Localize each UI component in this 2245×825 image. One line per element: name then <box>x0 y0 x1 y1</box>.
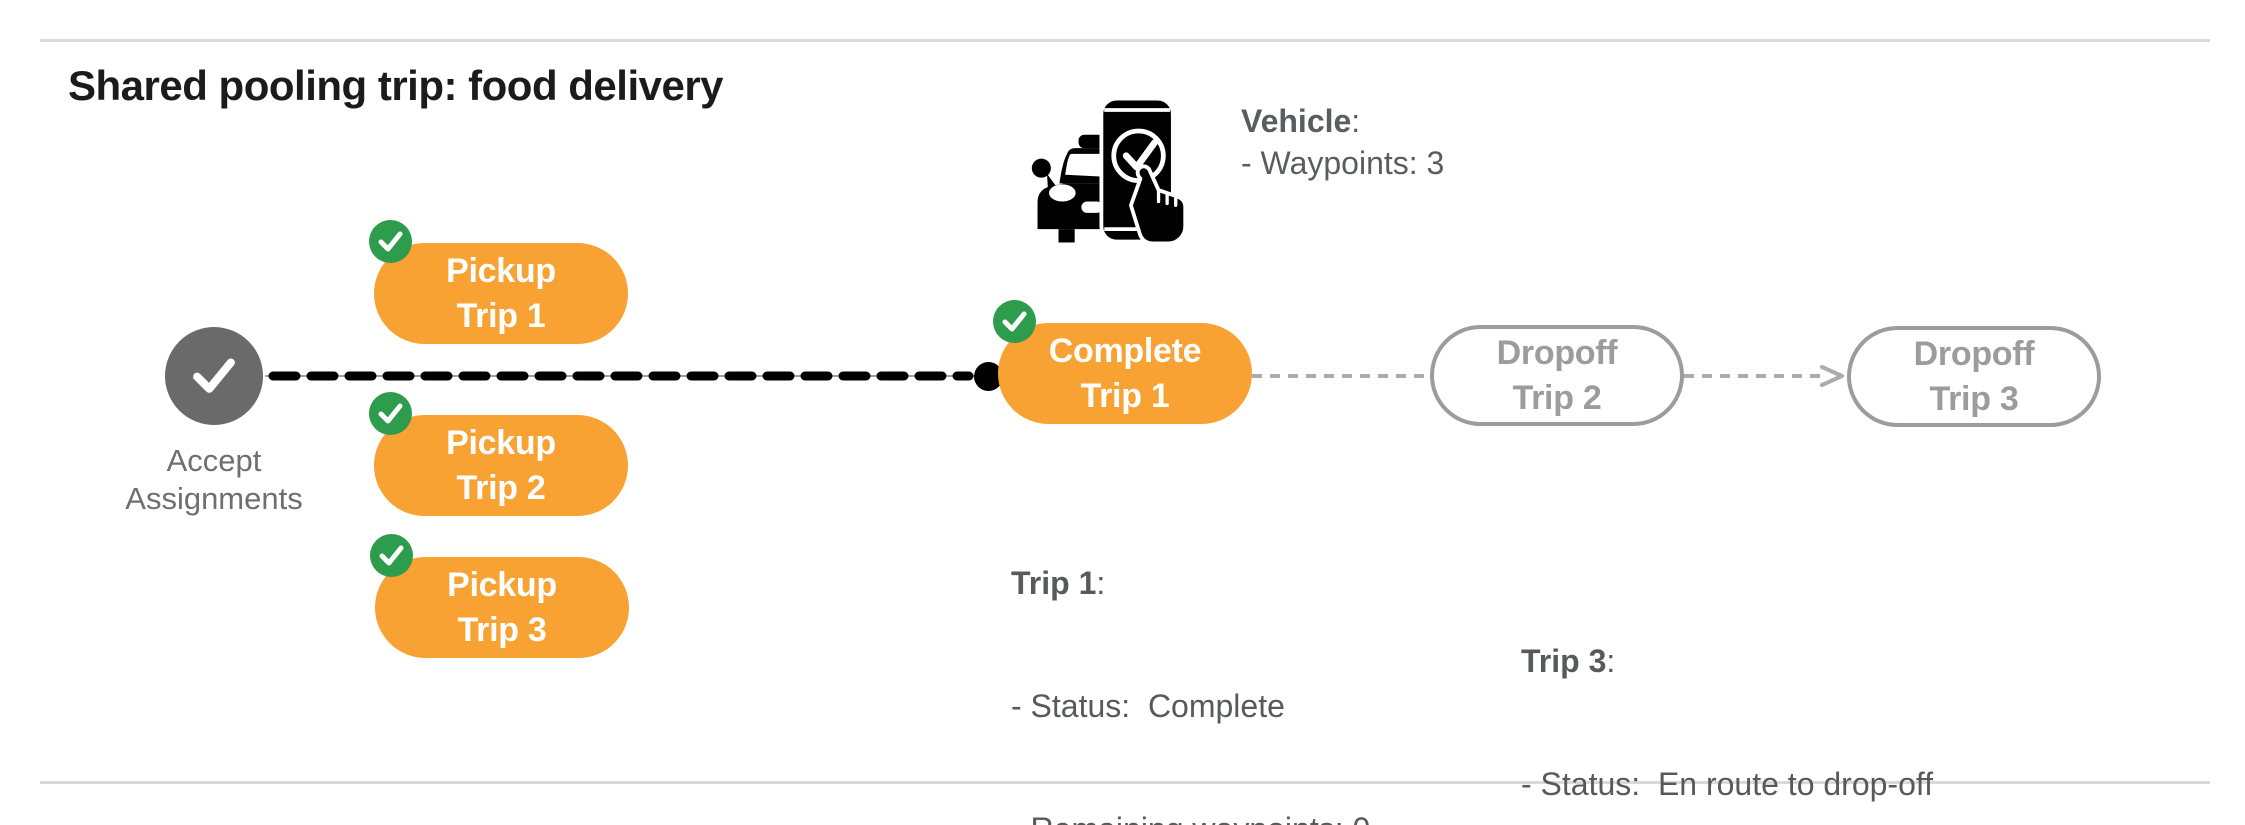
route-dashed-line <box>265 371 975 381</box>
node-label-line2: Trip 1 <box>1080 376 1170 415</box>
trip-3-heading: Trip 3: <box>1521 641 1933 682</box>
check-badge-icon <box>369 392 412 435</box>
page-title: Shared pooling trip: food delivery <box>68 62 724 109</box>
vehicle-waypoints: - Waypoints: 3 <box>1241 145 1445 181</box>
node-label-line1: Dropoff <box>1496 333 1618 372</box>
node-label-line1: Pickup <box>446 251 556 290</box>
trip-name: Trip 3 <box>1521 643 1607 679</box>
node-label: Dropoff Trip 2 <box>1497 331 1618 421</box>
node-complete-trip-1: Complete Trip 1 <box>993 300 1252 424</box>
trip-status-block-2: Trip 3: - Status: En route to drop-off -… <box>1521 559 1933 825</box>
vehicle-label-line: Vehicle: <box>1241 100 1444 142</box>
trip-1-waypoints: - Remaining waypoints: 0 <box>1011 809 1423 825</box>
node-label-line1: Dropoff <box>1913 334 2035 373</box>
node-label-line1: Pickup <box>446 423 556 462</box>
node-label-line2: Trip 3 <box>1929 379 2019 418</box>
node-label-line2: Trip 3 <box>457 610 547 649</box>
node-label-line2: Trip 2 <box>1512 378 1602 417</box>
node-label: Pickup Trip 1 <box>446 249 556 339</box>
node-dropoff-trip-2: Dropoff Trip 2 <box>1430 325 1684 426</box>
node-pickup-trip-1: Pickup Trip 1 <box>369 220 628 344</box>
vehicle-label-colon: : <box>1351 103 1361 139</box>
trip-name-colon: : <box>1096 565 1106 601</box>
bottom-divider <box>40 781 2210 784</box>
accept-assignments-node <box>165 327 263 425</box>
connector-dashed-line <box>1252 374 1430 378</box>
trip-status-block-1: Trip 1: - Status: Complete - Remaining w… <box>1011 481 1423 825</box>
trip-name: Trip 1 <box>1011 565 1097 601</box>
trip-1-heading: Trip 1: <box>1011 563 1423 604</box>
trip-1-status: - Status: Complete <box>1011 688 1285 724</box>
car-phone-check-icon <box>1028 92 1190 250</box>
check-badge-icon <box>370 534 413 577</box>
node-label: Pickup Trip 3 <box>447 563 557 653</box>
node-label-line1: Pickup <box>447 565 557 604</box>
connector-dashed-arrow <box>1684 365 1844 387</box>
node-dropoff-trip-3: Dropoff Trip 3 <box>1847 326 2101 427</box>
check-badge-icon <box>369 220 412 263</box>
vehicle-label: Vehicle <box>1241 103 1352 139</box>
node-label: Complete Trip 1 <box>1049 329 1202 419</box>
accept-assignments-label: Accept Assignments <box>64 442 364 518</box>
node-label-line1: Complete <box>1048 331 1202 370</box>
vehicle-info: Vehicle: - Waypoints: 3 <box>1241 100 1444 184</box>
accept-label-line2: Assignments <box>125 481 303 516</box>
node-pickup-trip-2: Pickup Trip 2 <box>369 392 628 516</box>
trip-name-colon: : <box>1606 643 1616 679</box>
top-divider <box>40 39 2210 42</box>
node-label: Dropoff Trip 3 <box>1914 332 2035 422</box>
check-icon <box>181 341 247 412</box>
trip-3-status: - Status: En route to drop-off <box>1521 766 1934 802</box>
node-label-line2: Trip 1 <box>456 296 546 335</box>
node-pickup-trip-3: Pickup Trip 3 <box>370 534 629 658</box>
accept-label-line1: Accept <box>166 443 262 478</box>
node-label: Pickup Trip 2 <box>446 421 556 511</box>
node-label-line2: Trip 2 <box>456 468 546 507</box>
check-badge-icon <box>993 300 1036 343</box>
